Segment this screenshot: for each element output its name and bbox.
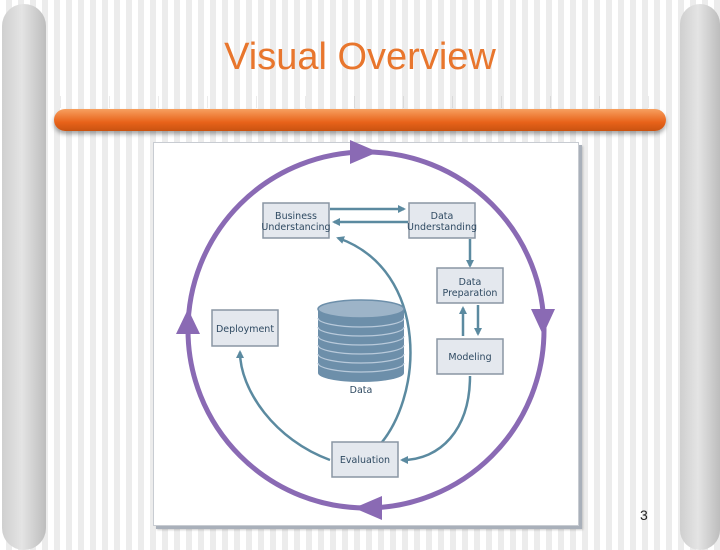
title-underline-bar (54, 109, 666, 131)
data-understanding-box (408, 202, 476, 239)
cycle-arrow-right-icon (531, 309, 555, 335)
title-bar-ticks (60, 96, 656, 108)
business-understanding-box (262, 202, 330, 239)
slide-title: Visual Overview (224, 36, 496, 78)
modeling-label: Modeling (448, 352, 491, 363)
evaluation-label: Evaluation (340, 455, 390, 466)
evaluation-box (331, 441, 399, 478)
cycle-arrow-bottom-icon (354, 496, 382, 520)
database-icon (317, 299, 405, 382)
inner-flow-arrows (236, 205, 482, 464)
data-preparation-label-1: Data (459, 277, 482, 288)
page-number: 3 (640, 507, 648, 523)
cycle-arrow-left-icon (176, 309, 200, 334)
business-understanding-label-1: Business (275, 211, 317, 222)
modeling-box (436, 338, 504, 375)
deployment-label: Deployment (216, 324, 274, 335)
business-understanding-label-2: Understancing (261, 222, 330, 233)
data-preparation-box (436, 267, 504, 304)
data-understanding-label-2: Understanding (407, 222, 477, 233)
data-understanding-label-1: Data (431, 211, 454, 222)
deployment-box (211, 309, 279, 347)
left-decor-pillar (2, 4, 46, 550)
right-decor-pillar (680, 4, 720, 550)
data-preparation-label-2: Preparation (443, 288, 498, 299)
database-label: Data (350, 385, 373, 396)
cycle-arrow-top-icon (350, 140, 378, 164)
